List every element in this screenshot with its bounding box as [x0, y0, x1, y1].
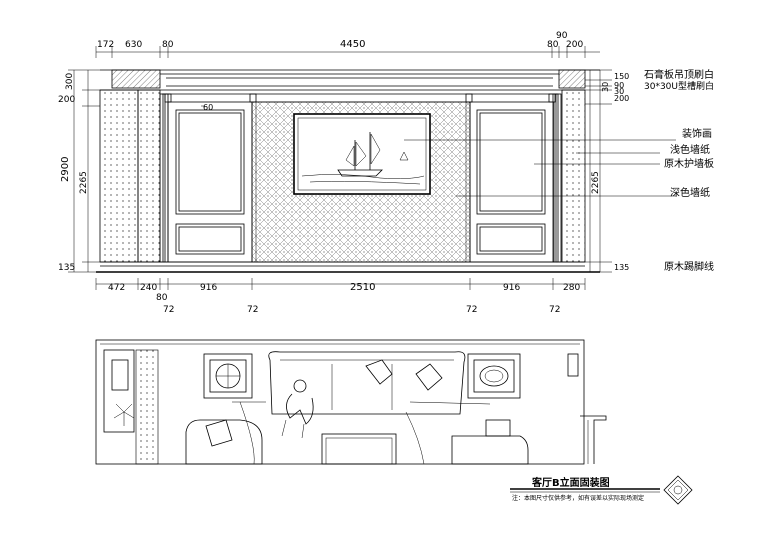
drawing-title: 客厅B立面固装图	[531, 476, 610, 489]
dim-bottom-472: 472	[108, 283, 125, 293]
label-dark-wallpaper: 深色墙纸	[670, 186, 710, 199]
left-round-cabinet	[203, 353, 253, 399]
cornice-corbels	[164, 93, 556, 103]
dim-left-2900: 2900	[60, 157, 71, 182]
dim-left-135: 135	[58, 263, 75, 273]
dim-top-80-left: 80	[162, 40, 174, 50]
dim-top-200: 200	[566, 40, 583, 50]
dim-right-30: 30	[614, 87, 624, 96]
dim-bottom-2510: 2510	[350, 282, 375, 293]
dim-bottom-80: 80	[156, 293, 168, 303]
label-u-groove: 30*30U型槽刷白	[644, 80, 714, 92]
right-dimension-line: 150 90 30 200 30 2265 135	[585, 69, 629, 273]
left-side-cabinet	[103, 349, 159, 465]
decorative-painting	[293, 113, 431, 195]
armchair-left	[185, 419, 263, 465]
dim-60: 60	[203, 103, 213, 112]
drawing-note: 注：本图尺寸仅供参考，如有误差以实际现场测定	[512, 494, 644, 502]
ship-icon	[301, 132, 425, 185]
dim-top-80-right: 80	[547, 40, 559, 50]
person-figure-icon	[281, 379, 314, 439]
floor-plan-view	[95, 339, 607, 465]
wood-wainscot-left: 60	[167, 101, 253, 263]
dim-bottom-72-c: 72	[466, 305, 477, 315]
left-wallpaper-panel	[99, 89, 161, 263]
dim-left-200: 200	[58, 95, 75, 105]
dim-top-4450: 4450	[340, 39, 365, 50]
column-left	[159, 93, 169, 263]
annotation-labels: 石膏板吊顶刷白 30*30U型槽刷白 装饰画 浅色墙纸 原木护墙板 深色墙纸 原…	[404, 68, 714, 273]
right-wallpaper-panel	[561, 89, 586, 263]
dim-bottom-72-d: 72	[549, 305, 560, 315]
dim-right-200: 200	[614, 94, 629, 103]
sofa	[268, 351, 466, 415]
dim-bottom-72-b: 72	[247, 305, 258, 315]
elevation-view: 172 630 80 4450 80 90 200 300 200 2900 2…	[58, 31, 714, 315]
dim-bottom-916-right: 916	[503, 283, 520, 293]
dim-left-2265: 2265	[79, 171, 89, 194]
dim-right-2265: 2265	[591, 171, 601, 194]
dim-bottom-72-a: 72	[163, 305, 174, 315]
dim-right-150: 150	[614, 72, 629, 81]
left-dimension-line: 300 200 2900 2265 135	[58, 69, 100, 273]
armchair-right	[451, 419, 529, 465]
label-wood-skirting: 原木踢脚线	[664, 260, 714, 273]
ceiling	[100, 69, 600, 95]
top-dimension-line: 172 630 80 4450 80 90 200	[95, 31, 600, 58]
rug	[232, 401, 491, 465]
wood-wainscot-right	[469, 101, 555, 263]
title-block: 客厅B立面固装图 注：本图尺寸仅供参考，如有误差以实际现场测定	[510, 475, 693, 505]
bottom-dimension-line: 472 240 916 2510 916 280 80 72 72 72 72	[95, 278, 586, 315]
label-wood-wainscot: 原木护墙板	[664, 157, 714, 170]
dim-left-300: 300	[65, 73, 75, 90]
dim-top-90: 90	[556, 31, 568, 41]
logo-icon	[663, 475, 693, 505]
skirting-board	[96, 261, 600, 273]
dim-top-172: 172	[97, 40, 114, 50]
right-side-elements	[567, 353, 607, 464]
label-light-wallpaper: 浅色墙纸	[670, 143, 710, 156]
dim-bottom-916-left: 916	[200, 283, 217, 293]
dim-bottom-280: 280	[563, 283, 580, 293]
dim-right-135: 135	[614, 263, 629, 272]
coffee-table	[321, 433, 397, 465]
dim-right-90: 90	[614, 81, 624, 90]
right-round-cabinet	[467, 353, 521, 399]
dim-right-30-rot: 30	[601, 82, 610, 92]
label-decorative-painting: 装饰画	[682, 127, 712, 140]
label-gypsum-ceiling: 石膏板吊顶刷白	[644, 68, 714, 81]
plant-icon	[113, 403, 135, 426]
dim-top-630: 630	[125, 40, 142, 50]
dim-bottom-240: 240	[140, 283, 157, 293]
